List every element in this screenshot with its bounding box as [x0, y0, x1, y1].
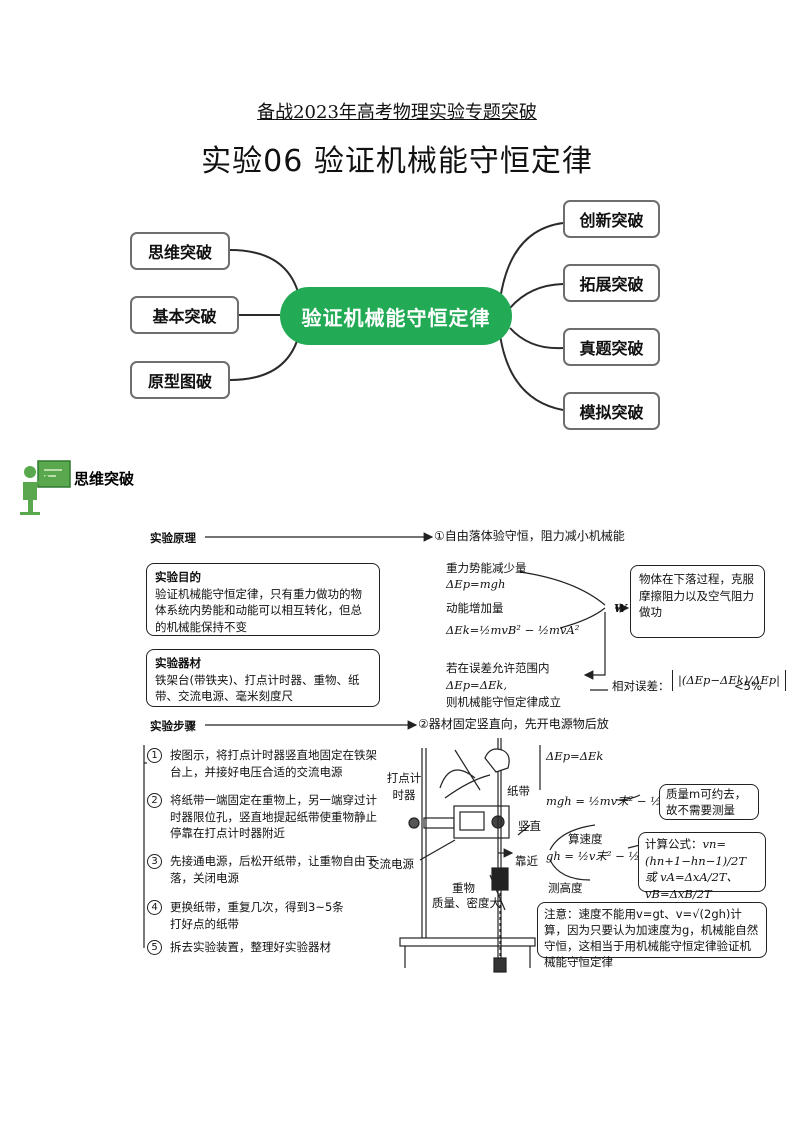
- step-number: 3: [147, 854, 162, 869]
- mindmap-node-left-1[interactable]: 思维突破: [130, 232, 230, 270]
- page-title: 实验06 验证机械能守恒定律: [201, 144, 593, 179]
- purpose-text: 验证机械能守恒定律，只有重力做功的物体系统内势能和动能可以相互转化，但总的机械能…: [155, 586, 362, 635]
- step-number: 2: [147, 793, 162, 808]
- power-label: 交流电源: [368, 857, 414, 871]
- energy-equality: ΔEp=ΔEk: [546, 749, 604, 763]
- step-text: 拆去实验装置，整理好实验器材: [170, 940, 331, 954]
- apparatus-illustration: [399, 738, 536, 973]
- principle-label: 实验原理: [150, 531, 196, 545]
- vertical-label: 竖直: [518, 819, 541, 833]
- mindmap-node-right-2[interactable]: 拓展突破: [563, 264, 660, 302]
- calc-formula-box: 计算公式：vn=(hn+1−hn−1)/2T 或 vA=ΔxA/2T、vB=Δx…: [638, 832, 766, 901]
- step-number: 4: [147, 900, 162, 915]
- steps-summary: ②器材固定竖直向，先开电源物后放: [418, 717, 609, 731]
- note-box: 注意：速度不能用v=gt、v=√(2gh)计算，因为只要认为加速度为g，机械能自…: [537, 902, 767, 969]
- relative-error-formula: |(ΔEp−ΔEk)/ΔEp|: [672, 670, 787, 691]
- purpose-box: 实验目的 验证机械能守恒定律，只有重力做功的物体系统内势能和动能可以相互转化，但…: [146, 563, 380, 636]
- equipment-title: 实验器材: [155, 656, 201, 670]
- friction-box: 物体在下落过程，克服摩擦阻力以及空气阻力做功: [630, 565, 765, 638]
- equipment-box: 实验器材 铁架台(带铁夹)、打点计时器、重物、纸带、交流电源、毫米刻度尺: [146, 649, 380, 707]
- error-equation: ΔEp=ΔEk,: [446, 678, 508, 692]
- conclusion-text: 则机械能守恒定律成立: [446, 695, 561, 709]
- mindmap-node-right-1[interactable]: 创新突破: [563, 200, 660, 238]
- timer-label: 打点计时器: [386, 771, 422, 802]
- energy-equation-gh: gh = ½v末² − ½v初²: [546, 849, 663, 863]
- weight-note: 质量、密度大: [432, 896, 501, 910]
- mass-note-box: 质量m可约去，故不需要测量: [659, 784, 759, 820]
- steps-label: 实验步骤: [150, 719, 196, 733]
- relative-error-label: 相对误差：: [612, 679, 670, 693]
- calc-formula-label: 计算公式：: [645, 837, 703, 851]
- pe-formula: ΔEp=mgh: [446, 577, 506, 591]
- diagram-connectors: [143, 532, 641, 948]
- mindmap-node-right-3[interactable]: 真题突破: [563, 328, 660, 366]
- calc-formula: vn=(hn+1−hn−1)/2T: [645, 837, 747, 868]
- purpose-title: 实验目的: [155, 570, 201, 584]
- section-title: 思维突破: [74, 470, 135, 488]
- mindmap-node-left-2[interactable]: 基本突破: [130, 296, 239, 334]
- step-text: 更换纸带，重复几次，得到3~5条打好点的纸带: [170, 900, 344, 931]
- weight-label: 重物: [452, 881, 475, 895]
- mindmap-node-left-3[interactable]: 原型图破: [130, 361, 230, 399]
- energy-equation-mgh: mgh = ½mv末² − ½mv初²: [546, 794, 695, 808]
- step-number: 1: [147, 748, 162, 763]
- mindmap-node-right-4[interactable]: 模拟突破: [563, 392, 660, 430]
- mindmap-center-node[interactable]: 验证机械能守恒定律: [280, 287, 512, 345]
- tape-label: 纸带: [507, 784, 530, 798]
- calc-speed-label: 算速度: [568, 832, 603, 846]
- w-symbol: W: [614, 601, 627, 615]
- step-text: 将纸带一端固定在重物上，另一端穿过计时器限位孔，竖直地提起纸带使重物静止停靠在打…: [170, 793, 377, 841]
- principle-text: ①自由落体验守恒，阻力减小机械能: [434, 529, 625, 543]
- step-text: 先接通电源，后松开纸带，让重物自由下落，关闭电源: [170, 854, 377, 885]
- friction-text: 物体在下落过程，克服摩擦阻力以及空气阻力做功: [639, 572, 754, 620]
- note-text: 注意：速度不能用v=gt、v=√(2gh)计算，因为只要认为加速度为g，机械能自…: [544, 907, 759, 970]
- series-title: 备战2023年高考物理实验专题突破: [257, 102, 537, 123]
- relative-error-value: <5%: [734, 679, 762, 693]
- near-label: 靠近: [515, 854, 538, 868]
- calc-formula-alt: 或 vA=ΔxA/2T、vB=ΔxB/2T: [645, 870, 739, 902]
- step-text: 按图示，将打点计时器竖直地固定在铁架台上，并接好电压合适的交流电源: [170, 748, 377, 779]
- step-number: 5: [147, 940, 162, 955]
- pe-label: 重力势能减少量: [446, 561, 527, 575]
- teacher-board-icon: [20, 460, 71, 515]
- error-condition: 若在误差允许范围内: [446, 661, 550, 675]
- mass-note: 质量m可约去，故不需要测量: [666, 787, 747, 817]
- ke-formula: ΔEk=½mvB² − ½mvA²: [446, 623, 580, 637]
- measure-height-label: 测高度: [548, 881, 583, 895]
- ke-label: 动能增加量: [446, 601, 504, 615]
- equipment-text: 铁架台(带铁夹)、打点计时器、重物、纸带、交流电源、毫米刻度尺: [155, 672, 360, 704]
